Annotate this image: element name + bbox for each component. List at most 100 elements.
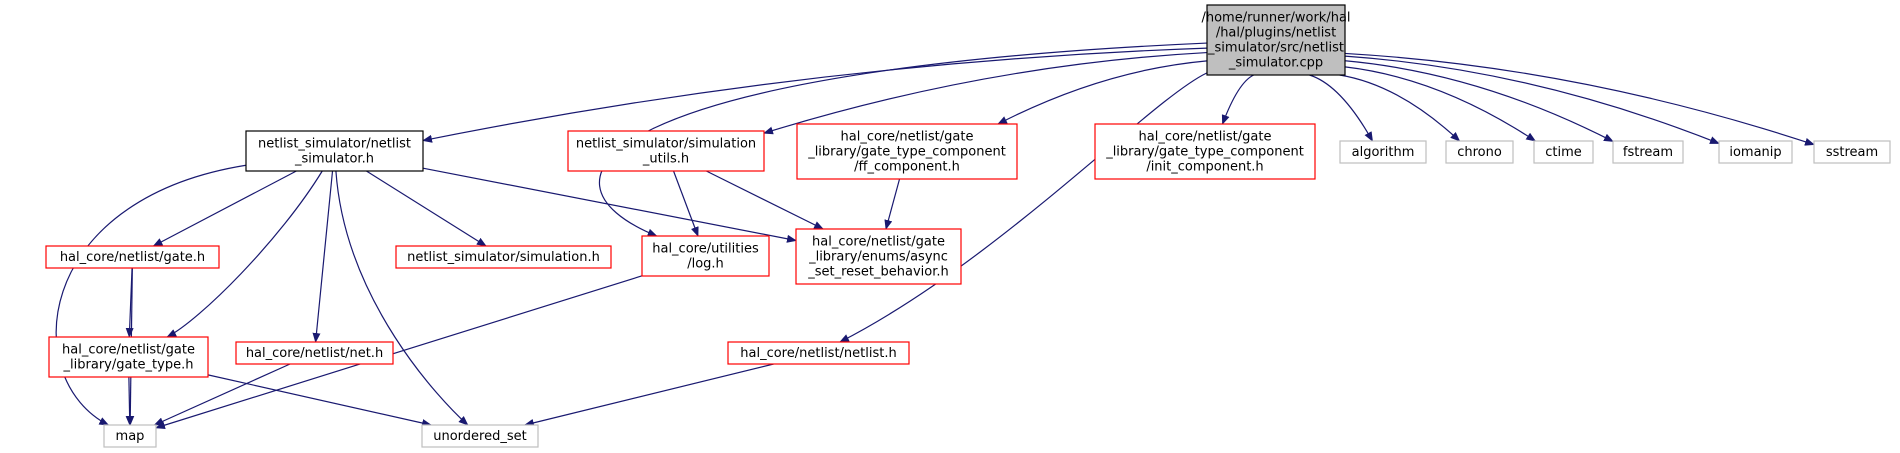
node-box: [235, 341, 394, 365]
node-label-line: _set_reset_behavior.h: [807, 265, 949, 280]
edge-netlist_simulator_h-to-simulation_h: [366, 170, 487, 247]
node-label-line: /log.h: [687, 257, 724, 272]
node-label-line: hal_core/netlist/gate: [62, 343, 195, 358]
node-label-line: chrono: [1457, 145, 1502, 160]
node-label-line: map: [116, 429, 145, 444]
node-label-line: /home/runner/work/hal: [1201, 11, 1350, 26]
node-label-line: _library/enums/async: [808, 250, 948, 265]
node-box: [245, 130, 424, 172]
node-map[interactable]: map: [103, 424, 157, 448]
node-label-line: ctime: [1545, 145, 1582, 160]
node-label-line: /hal/plugins/netlist: [1216, 26, 1336, 41]
edge-ff_component_h-to-async_h: [884, 178, 901, 230]
node-box: [1533, 140, 1594, 164]
edge-netlist_simulator_h-to-async_h: [422, 167, 797, 243]
edges: [55, 42, 1815, 429]
edge-netlist_simulator_h-to-unordered_set: [335, 170, 469, 426]
node-label-line: /init_component.h: [1146, 160, 1263, 175]
node-label-line: hal_core/netlist/net.h: [246, 346, 383, 361]
node-box: [421, 424, 539, 448]
edge-gate_type_h-to-unordered_set: [207, 374, 433, 427]
node-label-line: fstream: [1623, 145, 1673, 160]
node-ff-component-h[interactable]: hal_core/netlist/gate_library/gate_type_…: [796, 123, 1018, 180]
node-gate-type-h[interactable]: hal_core/netlist/gate_library/gate_type.…: [48, 336, 209, 378]
node-simulation-utils-h[interactable]: netlist_simulator/simulation_utils.h: [567, 130, 765, 172]
node-box: [567, 130, 765, 172]
node-box: [103, 424, 157, 448]
node-box: [795, 228, 962, 285]
edge-netlist_h-to-unordered_set: [523, 363, 774, 427]
node-ctime[interactable]: ctime: [1533, 140, 1594, 164]
node-label-line: netlist_simulator/netlist: [258, 137, 411, 152]
edge-net_h-to-map: [153, 363, 291, 426]
node-box: [48, 336, 209, 378]
node-init-component-h[interactable]: hal_core/netlist/gate_library/gate_type_…: [1094, 123, 1316, 180]
edge-netlist_simulator_h-to-gate_type_h: [166, 170, 323, 338]
edge-netlist_simulator_h-to-gate_h: [152, 170, 297, 247]
node-log-h[interactable]: hal_core/utilities/log.h: [641, 235, 770, 277]
edge-root-to-netlist_h: [839, 72, 1208, 343]
node-root[interactable]: /home/runner/work/hal/hal/plugins/netlis…: [1201, 4, 1351, 76]
node-label-line: hal_core/netlist/gate.h: [60, 250, 205, 265]
node-algorithm[interactable]: algorithm: [1339, 140, 1427, 164]
node-box: [45, 245, 220, 269]
node-chrono[interactable]: chrono: [1445, 140, 1514, 164]
node-box: [1094, 123, 1316, 180]
node-label-line: hal_core/netlist/gate: [841, 130, 974, 145]
edge-netlist_simulator_h-to-net_h: [312, 170, 334, 343]
node-async-h[interactable]: hal_core/netlist/gate_library/enums/asyn…: [795, 228, 962, 285]
node-gate-h[interactable]: hal_core/netlist/gate.h: [45, 245, 220, 269]
node-label-line: _utils.h: [642, 152, 689, 167]
edge-simulation_utils_h-to-log_h: [672, 170, 699, 237]
edge-root-to-iomanip: [1344, 55, 1720, 145]
edge-root-to-algorithm: [1309, 74, 1374, 142]
edge-root-to-ctime: [1344, 66, 1537, 142]
node-label-line: /ff_component.h: [854, 160, 960, 175]
node-box: [727, 341, 910, 365]
node-net-h[interactable]: hal_core/netlist/net.h: [235, 341, 394, 365]
edge-simulation_utils_h-to-async_h: [706, 170, 825, 230]
edge-gate_type_h-to-map: [125, 376, 134, 426]
edge-root-to-init_component_h: [1221, 74, 1254, 125]
edge-root-to-fstream: [1344, 60, 1614, 142]
edge-log_h-to-map: [155, 275, 643, 429]
node-label-line: hal_core/netlist/netlist.h: [740, 346, 896, 361]
node-box: [1612, 140, 1684, 164]
node-sstream[interactable]: sstream: [1813, 140, 1891, 164]
edge-root-to-chrono: [1339, 74, 1461, 142]
node-label-line: algorithm: [1352, 145, 1415, 160]
node-label-line: netlist_simulator/simulation: [576, 137, 756, 152]
node-box: [1339, 140, 1427, 164]
edge-root-to-sstream: [1344, 52, 1815, 146]
edge-root-to-simulation_utils_h: [763, 51, 1208, 135]
node-box: [395, 245, 612, 269]
node-label-line: hal_core/utilities: [652, 242, 759, 257]
node-label-line: _library/gate_type_component: [807, 145, 1006, 160]
node-label-line: _simulator/src/netlist: [1207, 41, 1344, 56]
node-simulation-h[interactable]: netlist_simulator/simulation.h: [395, 245, 612, 269]
node-label-line: unordered_set: [433, 429, 526, 444]
node-fstream[interactable]: fstream: [1612, 140, 1684, 164]
node-netlist-simulator-h[interactable]: netlist_simulator/netlist_simulator.h: [245, 130, 424, 172]
node-box: [641, 235, 770, 277]
edge-root-to-netlist_simulator_h: [422, 47, 1208, 143]
node-box: [796, 123, 1018, 180]
nodes: /home/runner/work/hal/hal/plugins/netlis…: [45, 4, 1891, 448]
edge-netlist_simulator_h-to-map: [55, 164, 247, 426]
node-unordered-set[interactable]: unordered_set: [421, 424, 539, 448]
node-label-line: hal_core/netlist/gate: [812, 235, 945, 250]
node-label-line: iomanip: [1729, 145, 1781, 160]
edge-gate_h-to-gate_type_h: [125, 267, 134, 338]
node-label-line: netlist_simulator/simulation.h: [407, 250, 600, 265]
node-iomanip[interactable]: iomanip: [1718, 140, 1793, 164]
node-label-line: _library/gate_type_component: [1105, 145, 1304, 160]
node-box: [1718, 140, 1793, 164]
edge-root-to-log_h: [598, 42, 1208, 237]
node-netlist-h[interactable]: hal_core/netlist/netlist.h: [727, 341, 910, 365]
node-label-line: sstream: [1826, 145, 1878, 160]
edge-root-to-ff_component_h: [997, 60, 1208, 125]
node-box: [1206, 4, 1346, 76]
node-label-line: _simulator.h: [294, 152, 374, 167]
node-box: [1445, 140, 1514, 164]
